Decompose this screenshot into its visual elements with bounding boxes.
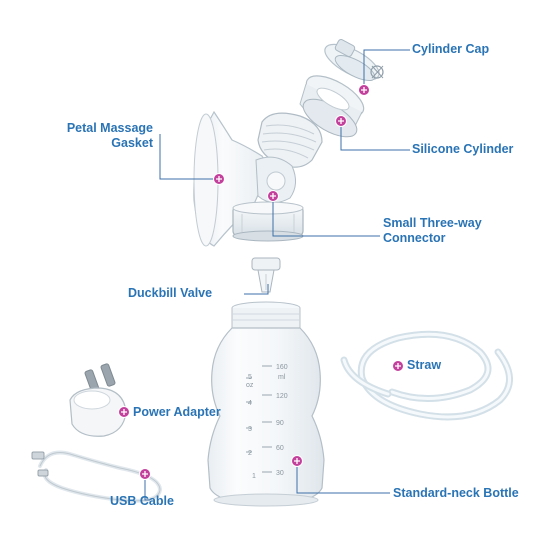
marker-neck [267,190,279,202]
scale-unit-ml: ml [278,374,286,381]
label-connector-line1: Small Three-way [383,216,482,230]
marker-petal-gasket [213,173,225,185]
marker-power-adapter [118,406,130,418]
label-three-way-connector: Small Three-way Connector [383,216,482,246]
leader-usb [144,474,150,501]
marker-silicone-cylinder [335,115,347,127]
power-adapter [69,363,127,437]
marker-straw [392,360,404,372]
markers [118,84,404,480]
cylinder-cap [324,39,384,82]
label-petal-line2: Gasket [111,136,153,150]
leader-lines [124,49,410,501]
marker-cylinder-cap [358,84,370,96]
scale-oz-2: 2 [248,450,252,457]
label-petal-line1: Petal Massage [66,121,153,135]
scale-oz-1: 1 [252,473,256,480]
three-way-connector [232,201,304,242]
scale-oz-4: 4 [248,400,252,407]
scale-unit-oz: oz [246,382,254,389]
straw-tube [340,330,513,421]
label-silicone-cylinder: Silicone Cylinder [412,142,514,156]
scale-ml-120: 120 [276,393,288,400]
scale-oz-3: 3 [248,426,252,433]
bottle-scale [246,365,272,473]
scale-oz-5: 5 [248,374,252,381]
leader-connector [272,196,380,237]
label-connector-line2: Connector [383,231,446,245]
label-duckbill-valve: Duckbill Valve [128,286,213,300]
marker-usb [139,468,151,480]
leader-duckbill [244,284,269,295]
scale-ml-30: 30 [276,470,284,477]
label-standard-neck-bottle: Standard-neck Bottle [393,486,519,500]
scale-ml-60: 60 [276,445,284,452]
standard-neck-bottle: 160 120 90 60 30 ml 5 oz 4 3 2 1 [207,301,325,507]
leader-petal-gasket [159,134,219,180]
leader-silicone-cylinder [340,121,410,151]
leader-cylinder-cap [363,49,410,90]
usb-cable [31,450,163,503]
marker-bottle [291,455,303,467]
label-usb-cable: USB Cable [110,494,174,508]
petal-massage-gasket [193,110,296,247]
label-cylinder-cap: Cylinder Cap [412,42,490,56]
duckbill-valve [251,257,281,293]
scale-ml-90: 90 [276,420,284,427]
leader-bottle [296,461,390,494]
label-straw: Straw [407,358,442,372]
label-petal-massage-gasket: Petal Massage Gasket [40,121,153,151]
label-power-adapter: Power Adapter [133,405,221,419]
scale-ml-160: 160 [276,364,288,371]
